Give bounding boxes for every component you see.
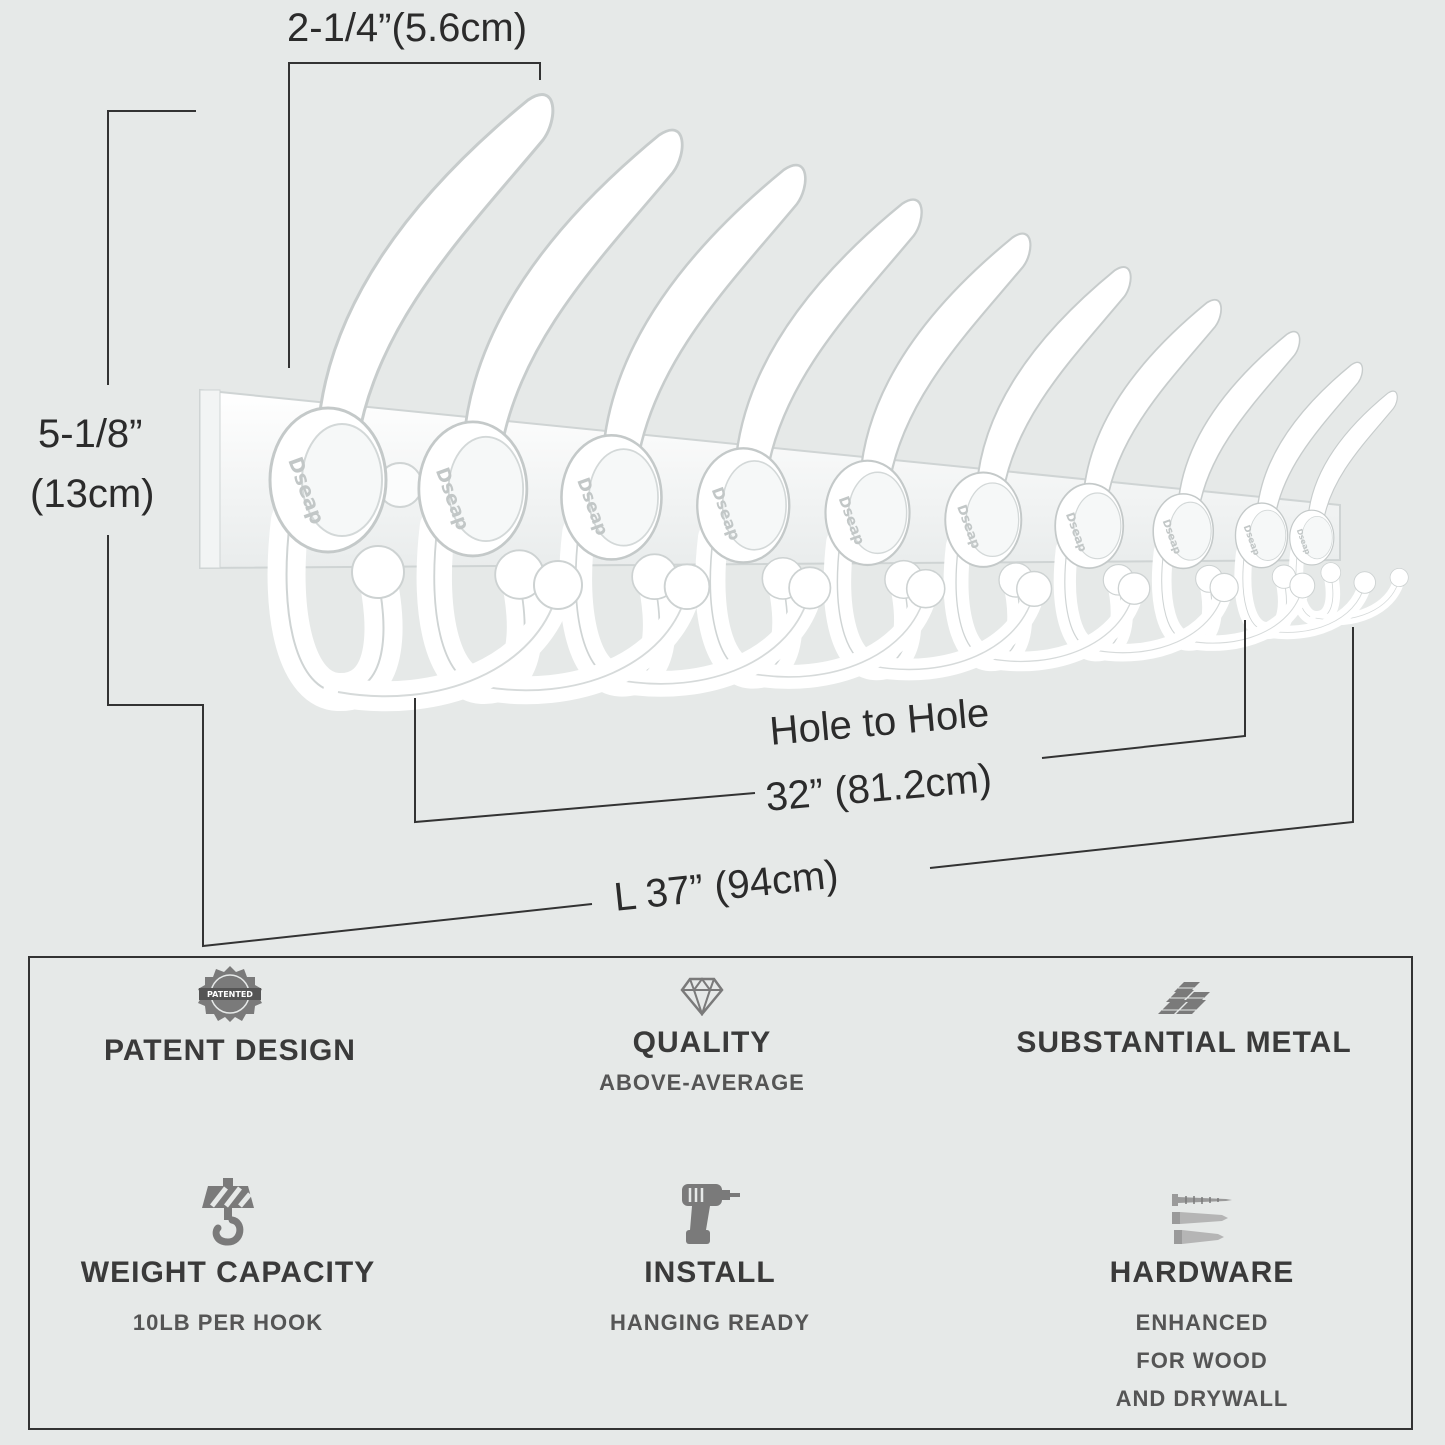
feature-subtitle: HANGING READY [609, 1310, 810, 1335]
feature-title: HARDWARE [1109, 1256, 1295, 1289]
diamond-icon [680, 977, 724, 1016]
features-panel: PATENTED PATENT DESIGN QUALITY ABOVE-AVE… [28, 956, 1413, 1430]
screw-anchor-icon [1172, 1194, 1232, 1244]
feature-subtitle-line3: AND DRYWALL [1115, 1386, 1289, 1411]
coat-hook: Dseap [1053, 299, 1239, 662]
coat-hook: Dseap [1288, 390, 1409, 626]
hole-dimension-line-right [1041, 620, 1246, 759]
feature-patent-design: PATENTED PATENT DESIGN [20, 964, 440, 1068]
height-dimension-label-line1: 5-1/8” [38, 412, 143, 456]
feature-title: WEIGHT CAPACITY [80, 1256, 376, 1289]
feature-subtitle: ABOVE-AVERAGE [599, 1070, 805, 1095]
feature-subtitle-line1: ENHANCED [1135, 1310, 1269, 1335]
feature-quality: QUALITY ABOVE-AVERAGE [492, 976, 912, 1102]
crane-hook-icon [202, 1178, 254, 1246]
feature-weight-capacity: WEIGHT CAPACITY 10LB PER HOOK [18, 1176, 438, 1342]
feature-hardware: HARDWARE ENHANCED FOR WOOD AND DRYWALL [992, 1188, 1412, 1418]
svg-text:PATENTED: PATENTED [207, 990, 253, 999]
coat-hook: Dseap [695, 198, 946, 689]
length-dimension-line-right [929, 627, 1354, 869]
drill-icon [682, 1184, 740, 1244]
height-dimension-label-line2: (13cm) [30, 472, 155, 516]
patented-seal-icon: PATENTED [198, 966, 262, 1022]
width-dimension-line [288, 62, 541, 368]
hole-dimension-line-left [414, 698, 756, 824]
coat-hook: Dseap [416, 128, 711, 705]
feature-title: PATENT DESIGN [104, 1034, 356, 1067]
height-dimension-line-top [107, 110, 196, 385]
coat-hook: Dseap [267, 93, 583, 712]
width-dimension-label: 2-1/4”(5.6cm) [287, 6, 528, 50]
feature-title: QUALITY [632, 1026, 772, 1059]
feature-install: INSTALL HANGING READY [500, 1180, 920, 1342]
feature-substantial-metal: SUBSTANTIAL METAL [974, 980, 1394, 1060]
feature-title: INSTALL [644, 1256, 776, 1289]
feature-subtitle-line2: FOR WOOD [1136, 1348, 1268, 1373]
plate-end-cap [199, 389, 221, 569]
coat-hook: Dseap [1234, 361, 1376, 640]
height-dimension-line-bottom [107, 535, 593, 948]
feature-title: SUBSTANTIAL METAL [1016, 1026, 1352, 1059]
metal-bars-icon [1158, 982, 1210, 1014]
coat-hook: Dseap [559, 163, 832, 697]
feature-subtitle: 10LB PER HOOK [132, 1310, 324, 1335]
coat-rack-illustration: Dseap Dseap Dseap [107, 62, 1409, 948]
